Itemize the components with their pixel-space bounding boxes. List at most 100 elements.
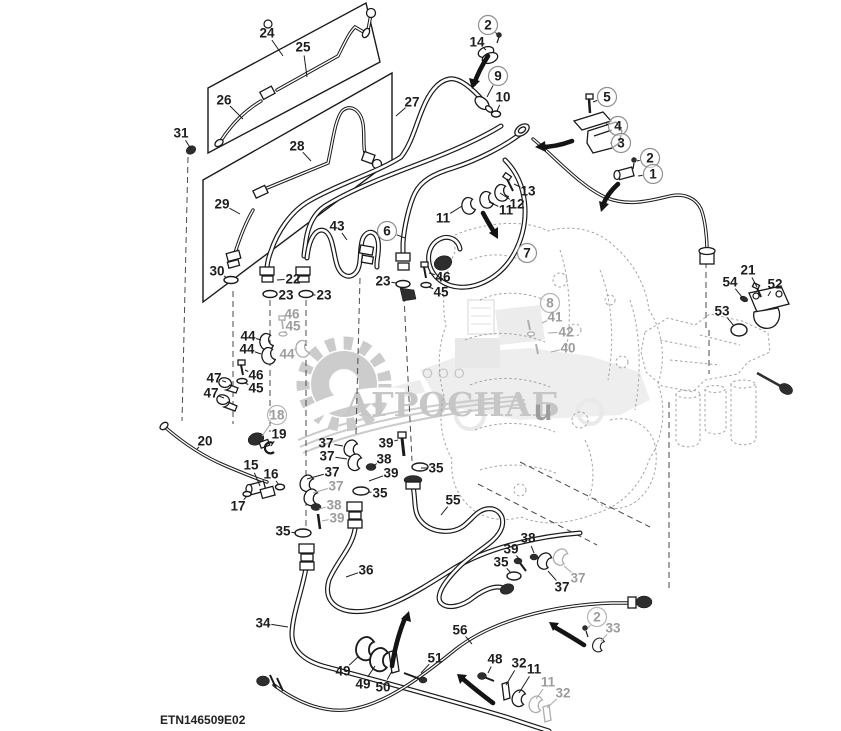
- callout-35: 35: [493, 555, 512, 574]
- svg-text:39: 39: [329, 511, 344, 526]
- svg-text:39: 39: [383, 466, 398, 481]
- svg-text:31: 31: [173, 126, 189, 141]
- callout-54: 54: [722, 275, 743, 298]
- callout-53: 53: [714, 304, 735, 327]
- svg-text:38: 38: [376, 452, 392, 467]
- svg-text:28: 28: [289, 139, 305, 154]
- callout-15: 15: [243, 458, 261, 487]
- callout-37: 37: [318, 436, 344, 451]
- callout-39: 39: [321, 511, 345, 526]
- callout-41: 41: [541, 310, 563, 325]
- callout-23: 23: [375, 274, 397, 289]
- svg-text:37: 37: [570, 571, 585, 586]
- svg-text:25: 25: [295, 40, 311, 55]
- svg-text:12: 12: [509, 197, 524, 212]
- svg-text:51: 51: [427, 651, 443, 666]
- callout-35: 35: [275, 524, 297, 539]
- callout-56: 56: [452, 623, 473, 645]
- svg-text:37: 37: [328, 479, 343, 494]
- callout-42: 42: [547, 325, 574, 340]
- engine-ghost: [438, 222, 664, 524]
- callout-52: 52: [767, 277, 783, 297]
- svg-text:11: 11: [541, 675, 556, 690]
- svg-text:49: 49: [355, 677, 370, 692]
- svg-text:46: 46: [435, 270, 451, 285]
- callout-47: 47: [203, 386, 225, 401]
- svg-text:37: 37: [319, 449, 334, 464]
- callout-46: 46: [428, 270, 451, 285]
- svg-text:11: 11: [527, 662, 542, 677]
- callout-45: 45: [244, 381, 264, 396]
- svg-text:36: 36: [358, 563, 374, 578]
- svg-text:22: 22: [285, 272, 300, 287]
- callout-49: 49: [335, 655, 360, 679]
- svg-text:29: 29: [214, 197, 229, 212]
- watermark-ooo: ООО: [422, 365, 470, 381]
- callout-37: 37: [563, 565, 586, 586]
- svg-text:11: 11: [436, 211, 451, 226]
- callout-37: 37: [306, 465, 340, 480]
- svg-text:7: 7: [523, 246, 531, 261]
- svg-text:45: 45: [285, 319, 301, 334]
- inset-panel-top: [207, 1, 381, 155]
- callout-45: 45: [283, 319, 301, 334]
- callout-34: 34: [255, 616, 289, 631]
- callout-19: 19: [270, 427, 287, 447]
- svg-text:8: 8: [546, 296, 554, 311]
- callout-5: 5: [592, 86, 618, 108]
- callout-43: 43: [329, 219, 348, 241]
- callout-50: 50: [375, 670, 393, 695]
- callout-18: 18: [261, 404, 288, 437]
- svg-text:4: 4: [614, 119, 622, 134]
- callout-31: 31: [173, 126, 192, 150]
- callout-16: 16: [263, 467, 280, 486]
- svg-text:26: 26: [216, 93, 232, 108]
- svg-text:32: 32: [555, 686, 570, 701]
- callout-39: 39: [378, 436, 399, 451]
- drawing-code: ETN146509E02: [160, 713, 246, 727]
- svg-text:18: 18: [269, 408, 285, 423]
- svg-text:32: 32: [511, 656, 526, 671]
- callout-32: 32: [505, 656, 527, 686]
- svg-text:14: 14: [469, 35, 485, 50]
- callout-22: 22: [276, 272, 301, 287]
- callout-9: 9: [486, 65, 509, 98]
- svg-text:1: 1: [649, 167, 657, 182]
- svg-text:17: 17: [230, 499, 245, 514]
- svg-text:2: 2: [593, 610, 601, 625]
- svg-text:56: 56: [452, 623, 468, 638]
- svg-text:23: 23: [375, 274, 391, 289]
- inset-panel-bottom: [202, 71, 393, 304]
- callout-25: 25: [295, 40, 311, 78]
- callout-27: 27: [395, 95, 420, 117]
- svg-text:10: 10: [495, 90, 510, 105]
- svg-text:47: 47: [203, 386, 218, 401]
- svg-text:37: 37: [554, 580, 569, 595]
- callout-37: 37: [312, 479, 344, 494]
- svg-text:19: 19: [271, 427, 286, 442]
- callout-45: 45: [428, 285, 449, 300]
- callout-35: 35: [367, 486, 388, 501]
- svg-text:34: 34: [255, 616, 271, 631]
- svg-text:44: 44: [240, 329, 256, 344]
- svg-text:33: 33: [605, 621, 621, 636]
- callout-29: 29: [214, 197, 241, 215]
- callout-12: 12: [499, 192, 525, 212]
- callout-1: 1: [637, 163, 664, 185]
- svg-text:21: 21: [740, 263, 756, 278]
- callout-48: 48: [487, 652, 503, 674]
- svg-text:49: 49: [335, 664, 350, 679]
- callout-17: 17: [230, 495, 248, 514]
- callout-11: 11: [518, 662, 542, 694]
- callout-24: 24: [259, 26, 284, 57]
- callout-38: 38: [520, 531, 536, 554]
- callout-23: 23: [312, 288, 332, 303]
- callout-51: 51: [420, 651, 443, 674]
- callout-14: 14: [469, 35, 487, 51]
- callout-30: 30: [209, 264, 228, 279]
- callout-38: 38: [318, 498, 342, 513]
- svg-text:46: 46: [284, 307, 300, 322]
- callout-32: 32: [546, 686, 571, 709]
